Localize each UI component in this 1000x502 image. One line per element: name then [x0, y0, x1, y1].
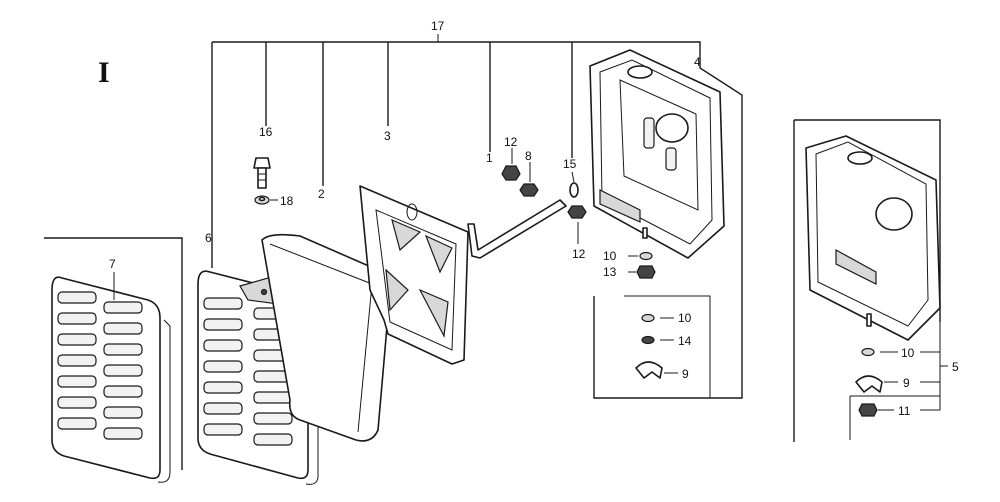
part-15-ring [569, 182, 579, 198]
grille-slot [103, 343, 143, 356]
grille-slots-left [57, 291, 143, 440]
callout-3: 3 [384, 129, 391, 143]
part-7-grille [51, 276, 171, 483]
part-8-nut [519, 183, 539, 197]
grille-slot [203, 318, 243, 331]
leader-lines [113, 148, 948, 411]
grille-slot [57, 375, 97, 388]
callout-11: 11 [898, 404, 911, 418]
grille-slot [253, 412, 293, 425]
part-1-tube [467, 199, 567, 259]
grille-slots-cover [203, 297, 293, 446]
callout-18: 18 [280, 194, 294, 208]
part-12-nut-upper [501, 165, 521, 181]
part-13-nut [636, 265, 656, 279]
grille-slot [203, 423, 243, 436]
grille-slot [203, 297, 243, 310]
grille-slot [57, 291, 97, 304]
callout-16: 16 [259, 125, 273, 139]
callout-10-c: 10 [901, 346, 915, 360]
part-10-washer-a [639, 251, 653, 261]
grille-slot [57, 333, 97, 346]
grille-slot [57, 396, 97, 409]
grille-slot [103, 301, 143, 314]
grille-slot [253, 391, 293, 404]
part-9-clip-b [855, 375, 883, 393]
part-11-nut [858, 403, 878, 417]
part-10-washer-b [641, 313, 655, 323]
part-10-washer-c [861, 347, 875, 357]
grille-slot [57, 312, 97, 325]
part-5-case [805, 135, 941, 341]
grille-slot [103, 364, 143, 377]
part-18-washer [254, 195, 270, 205]
callout-13: 13 [603, 265, 617, 279]
grille-slot [203, 339, 243, 352]
callout-5: 5 [952, 360, 959, 374]
grille-slot [57, 417, 97, 430]
callout-8: 8 [525, 149, 532, 163]
grille-slot [103, 385, 143, 398]
grille-slot [103, 427, 143, 440]
grille-slot [57, 354, 97, 367]
callout-12-upper: 12 [504, 135, 518, 149]
part-4-case [589, 49, 725, 259]
callout-4: 4 [694, 55, 701, 69]
grille-slot [203, 360, 243, 373]
callout-1: 1 [486, 151, 493, 165]
callout-15: 15 [563, 157, 577, 171]
callout-17: 17 [431, 19, 445, 33]
callout-12-lower: 12 [572, 247, 586, 261]
callout-14: 14 [678, 334, 692, 348]
callout-7: 7 [109, 257, 116, 271]
callout-2: 2 [318, 187, 325, 201]
grille-slot [103, 406, 143, 419]
grille-slot [203, 381, 243, 394]
assembly-17-bracket [211, 34, 573, 268]
callout-10-a: 10 [603, 249, 617, 263]
grille-slot [203, 402, 243, 415]
assembly-4-frame [572, 41, 743, 399]
callout-6: 6 [205, 231, 212, 245]
part-16-bolt [253, 157, 271, 189]
callout-9-b: 9 [903, 376, 910, 390]
part-3-gasket [359, 185, 469, 365]
part-12-nut-lower [567, 205, 587, 219]
callout-9-a: 9 [682, 367, 689, 381]
callout-10-b: 10 [678, 311, 692, 325]
section-label: I [98, 56, 110, 89]
callout-labels: 17 4 16 3 1 12 8 15 2 18 6 12 10 13 7 10… [109, 19, 959, 418]
part-9-clip-a [635, 361, 663, 379]
part-14-grommet [641, 335, 655, 345]
grille-slot [253, 433, 293, 446]
part-7-frame [44, 237, 183, 470]
grille-slot [103, 322, 143, 335]
